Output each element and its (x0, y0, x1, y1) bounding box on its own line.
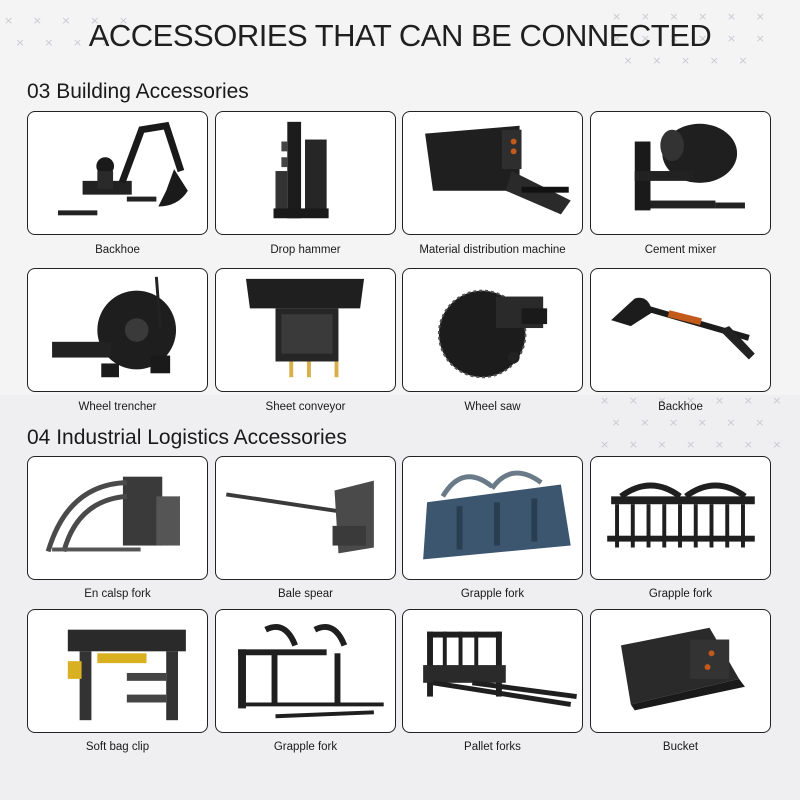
card-wheel-saw[interactable] (402, 268, 583, 392)
card-cement-mixer[interactable] (590, 111, 771, 235)
card-grapple-rake[interactable] (590, 456, 771, 580)
card-label: Grapple fork (273, 741, 338, 753)
card-label: En calsp fork (84, 588, 151, 600)
grapple-bucket-icon (423, 470, 571, 560)
material-distribution-machine-icon (425, 125, 571, 215)
card-label: Backhoe (95, 244, 140, 256)
card-label: Backhoe (658, 401, 703, 413)
cement-mixer-icon (634, 123, 745, 211)
card-label: Bucket (662, 741, 699, 753)
wheel-trencher-icon (52, 276, 177, 378)
bucket-icon (620, 627, 745, 711)
section-title-building: 03 Building Accessories (27, 80, 249, 103)
card-grapple-bucket[interactable] (402, 456, 583, 580)
card-label: Soft bag clip (85, 741, 150, 753)
decorative-pattern: × × × × × × × × × × × × × × × × × × × × (600, 394, 790, 451)
section-title-industrial: 04 Industrial Logistics Accessories (27, 426, 347, 449)
bale-spear-icon (226, 480, 374, 554)
card-label: Drop hammer (270, 244, 341, 256)
card-wheel-trencher[interactable] (27, 268, 208, 392)
pallet-forks-icon (423, 631, 577, 707)
card-label: Bale spear (278, 588, 333, 600)
decorative-pattern: × × × × × × × × × (4, 14, 137, 49)
card-drop-hammer[interactable] (215, 111, 396, 235)
card-label: Wheel saw (464, 401, 521, 413)
card-label: Cement mixer (644, 244, 717, 256)
card-soft-bag-clip[interactable] (27, 609, 208, 733)
backhoe-arm-icon (611, 297, 755, 360)
card-label: Material distribution machine (419, 244, 566, 256)
grapple-rake-icon (607, 482, 755, 548)
card-label: Grapple fork (648, 588, 713, 600)
card-clasp-fork[interactable] (27, 456, 208, 580)
drop-hammer-icon (273, 121, 329, 219)
card-grapple-fork[interactable] (215, 609, 396, 733)
page-title: ACCESSORIES THAT CAN BE CONNECTED (88, 18, 712, 53)
backhoe-icon (57, 121, 188, 216)
wheel-saw-icon (437, 289, 548, 379)
decorative-pattern: × × × × × × × × × × × × × × × × × (612, 10, 773, 67)
grapple-fork-icon (238, 624, 384, 719)
soft-bag-clip-icon (67, 629, 186, 721)
card-label: Pallet forks (464, 741, 521, 753)
card-label: Wheel trencher (78, 401, 157, 413)
card-backhoe[interactable] (27, 111, 208, 235)
sheet-conveyor-icon (245, 278, 365, 378)
clasp-fork-icon (45, 476, 180, 553)
card-pallet-forks[interactable] (402, 609, 583, 733)
card-backhoe-arm[interactable] (590, 268, 771, 392)
card-label: Grapple fork (460, 588, 525, 600)
card-label: Sheet conveyor (265, 401, 346, 413)
card-bale-spear[interactable] (215, 456, 396, 580)
card-bucket[interactable] (590, 609, 771, 733)
card-sheet-conveyor[interactable] (215, 268, 396, 392)
card-material-distribution[interactable] (402, 111, 583, 235)
